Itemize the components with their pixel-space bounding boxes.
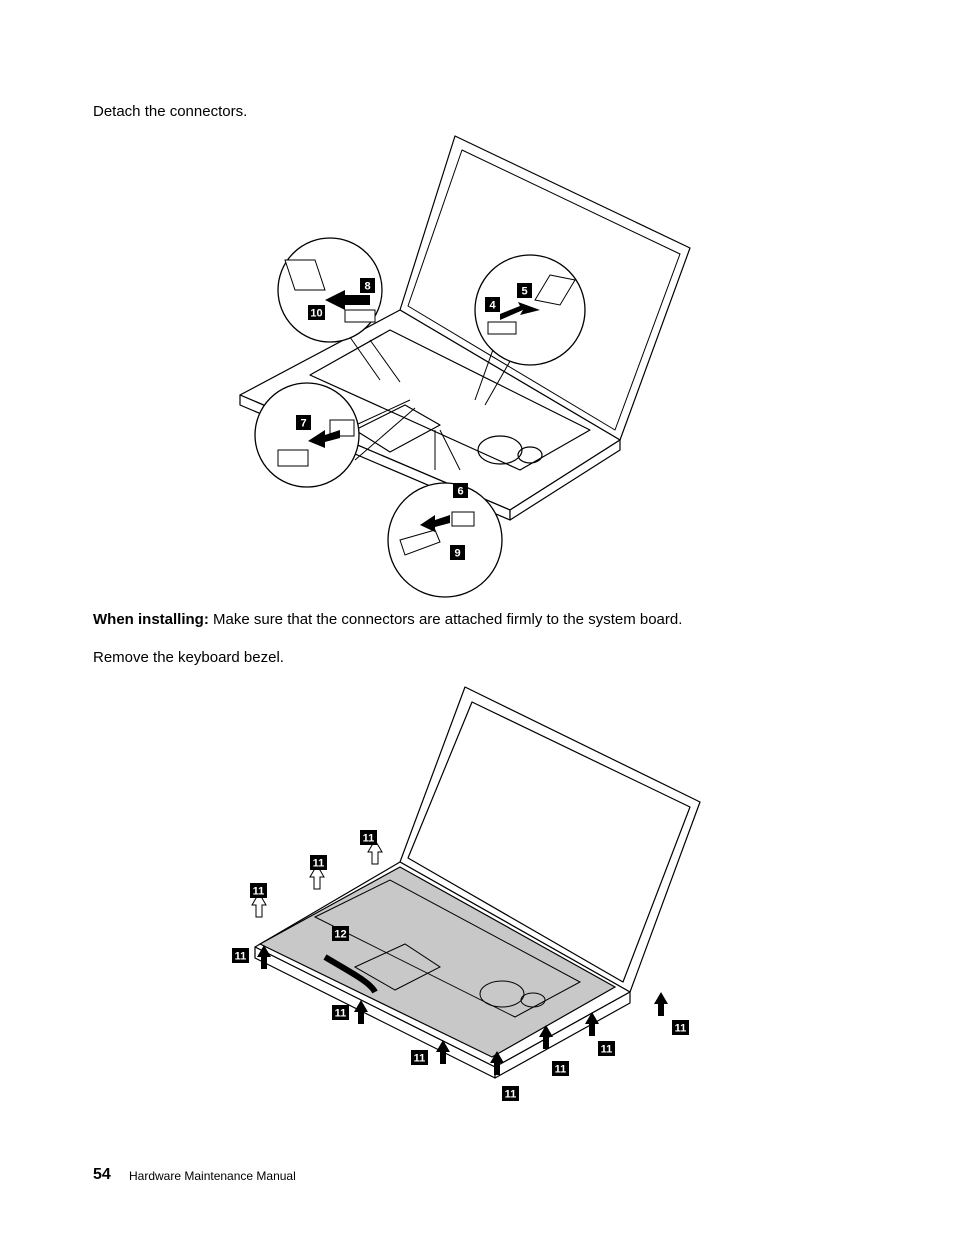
callout-11: 11 (332, 1005, 349, 1020)
svg-text:11: 11 (414, 1053, 426, 1065)
svg-text:11: 11 (601, 1044, 613, 1056)
svg-text:12: 12 (334, 929, 346, 941)
svg-text:11: 11 (505, 1089, 517, 1101)
callout-11: 11 (598, 1041, 615, 1056)
svg-text:11: 11 (555, 1064, 567, 1076)
callout-5: 5 (517, 283, 532, 298)
installing-note-label: When installing: (93, 611, 209, 628)
callout-11: 11 (360, 830, 377, 845)
callout-11: 11 (502, 1086, 519, 1101)
page-number: 54 (93, 1166, 111, 1183)
callout-8: 7 (296, 415, 311, 430)
instruction-detach-connectors: Detach the connectors. (93, 103, 248, 120)
figure-detach-connectors: 8 10 4 5 7 6 9 (239, 135, 691, 598)
callout-11: 11 (411, 1050, 428, 1065)
callout-11: 11 (552, 1061, 569, 1076)
callout-7: 9 (450, 545, 465, 560)
callout-10: 10 (308, 305, 325, 320)
callout-4: 4 (485, 297, 500, 312)
svg-text:10: 10 (310, 308, 322, 320)
figure-remove-keyboard-bezel: 11 11 11 12 11 11 11 11 11 11 11 (232, 686, 701, 1101)
svg-text:7: 7 (300, 418, 306, 430)
svg-text:8: 8 (364, 281, 370, 293)
callout-11: 11 (672, 1020, 689, 1035)
svg-text:4: 4 (489, 300, 496, 312)
callout-11: 11 (310, 855, 327, 870)
svg-text:11: 11 (253, 886, 265, 898)
laptop-screen (407, 701, 691, 983)
svg-text:11: 11 (675, 1023, 687, 1035)
keyboard-bezel (258, 866, 617, 1058)
callout-9: 8 (360, 278, 375, 293)
callout-12: 12 (332, 926, 349, 941)
instruction-remove-keyboard-bezel: Remove the keyboard bezel. (93, 649, 284, 666)
svg-text:11: 11 (235, 951, 247, 963)
svg-text:11: 11 (313, 858, 325, 870)
svg-text:11: 11 (363, 833, 375, 845)
callout-11: 11 (250, 883, 267, 898)
callout-6: 6 (453, 483, 468, 498)
installing-note: When installing: Make sure that the conn… (93, 611, 682, 629)
svg-text:9: 9 (454, 548, 460, 560)
svg-text:6: 6 (457, 486, 463, 498)
svg-text:5: 5 (521, 286, 527, 298)
callout-11: 11 (232, 948, 249, 963)
manual-title: Hardware Maintenance Manual (129, 1169, 296, 1183)
installing-note-text: Make sure that the connectors are attach… (213, 611, 683, 628)
svg-text:11: 11 (335, 1008, 347, 1020)
